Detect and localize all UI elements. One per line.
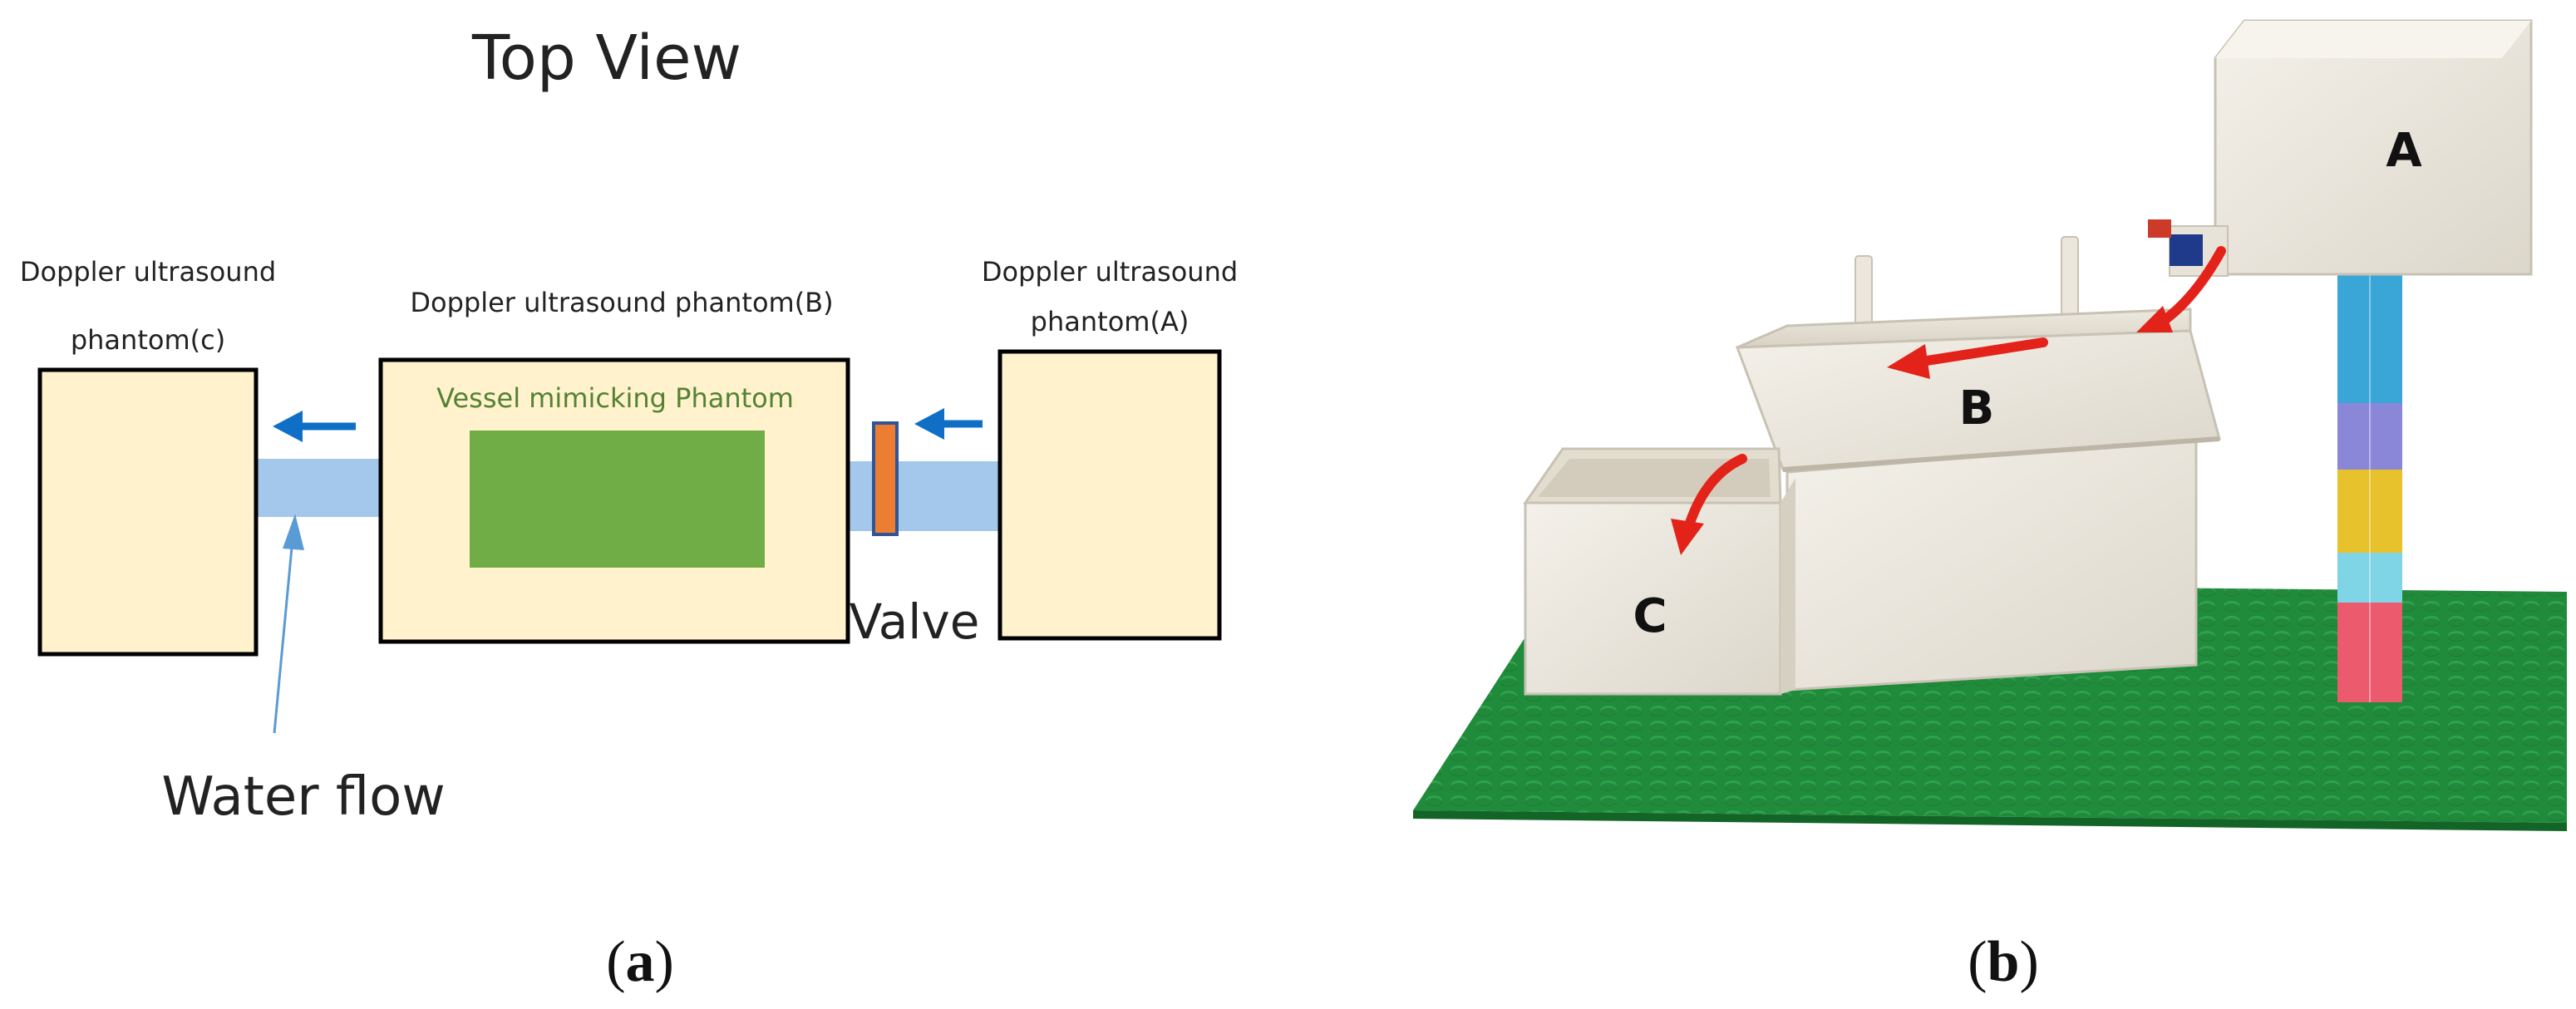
flow-arrow-left-icon: [273, 411, 356, 442]
valve: [872, 421, 899, 536]
valve-label: Valve: [850, 593, 980, 650]
tank-a: [2148, 19, 2533, 277]
panel-a-title: Top View: [471, 22, 741, 94]
vessel-label: Vessel mimicking Phantom: [436, 382, 794, 414]
panel-a-caption: (a): [606, 930, 674, 994]
red-flow-arrow-a-to-b-icon: [2136, 246, 2226, 332]
tank-a-label: A: [2386, 124, 2422, 178]
water-flow-pointer-icon: [273, 514, 304, 734]
tank-c-label: C: [1633, 589, 1667, 643]
red-flow-arrow-b-to-c-icon: [1671, 454, 1747, 555]
red-flow-arrow-b-icon: [1887, 337, 2048, 379]
panel-b-caption: (b): [1968, 930, 2039, 994]
tank-c: [1523, 447, 1795, 696]
support-block: [1785, 437, 2198, 692]
phantom-a-label-line2: phantom(A): [1031, 306, 1189, 337]
panel-b: A B C: [1413, 19, 2567, 994]
flow-arrow-right-icon: [914, 408, 983, 440]
water-pipe-right: [846, 461, 1012, 531]
phantom-c-label-line1: Doppler ultrasound: [20, 256, 276, 288]
panel-a: Top View Doppler ultrasound phantom(c) D…: [20, 22, 1238, 994]
water-flow-label: Water flow: [161, 766, 445, 828]
vessel-mimicking-phantom: [470, 431, 765, 568]
lego-brick-tower: [2337, 270, 2402, 702]
phantom-a-box: [997, 349, 1222, 641]
tank-b-label: B: [1959, 381, 1995, 436]
phantom-a-label-line1: Doppler ultrasound: [982, 256, 1238, 288]
tank-b: [1735, 236, 2221, 472]
phantom-c-box: [37, 367, 259, 657]
water-pipe-left: [256, 459, 382, 517]
phantom-b-label: Doppler ultrasound phantom(B): [410, 287, 833, 318]
phantom-c-label-line2: phantom(c): [71, 324, 225, 356]
